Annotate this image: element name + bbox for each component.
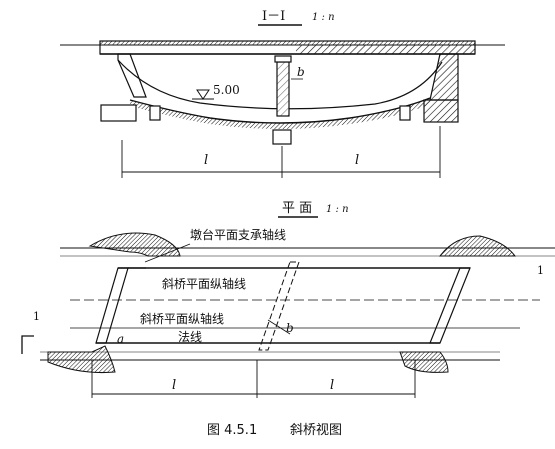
left-abutment-foundation bbox=[100, 104, 137, 122]
riverbed-hatch bbox=[130, 98, 430, 129]
section-mark-left-arrow bbox=[21, 335, 34, 354]
bearing-axis-label: 墩台平面支承轴线 bbox=[190, 227, 286, 242]
section-view: I－I 1 : n b 5.00 bbox=[60, 9, 505, 178]
pier-cap bbox=[274, 55, 292, 63]
plan-pier-width-label: b bbox=[286, 321, 294, 335]
right-abutment-plan bbox=[429, 267, 471, 344]
section-mark-right: 1 bbox=[537, 264, 544, 277]
skew-angle-label: a bbox=[117, 332, 124, 346]
left-abutment-wall bbox=[117, 53, 147, 98]
section-scale: 1 : n bbox=[312, 12, 335, 23]
plan-span-left-label: l bbox=[172, 378, 176, 393]
right-abutment-foundation bbox=[423, 99, 459, 123]
deck-right-hatch bbox=[296, 45, 475, 54]
right-abutment-wall bbox=[429, 53, 459, 101]
pier-hatch bbox=[277, 62, 289, 116]
figure-title: 斜桥视图 bbox=[290, 423, 342, 438]
water-level-icon bbox=[196, 89, 210, 100]
longitudinal-axis-label-upper: 斜桥平面纵轴线 bbox=[162, 276, 246, 291]
left-lower-abutment-cone bbox=[47, 345, 116, 374]
right-bearing-block bbox=[399, 105, 411, 121]
plan-span-right-label: l bbox=[330, 378, 334, 393]
pier-plan bbox=[258, 261, 300, 351]
plan-title: 平 面 bbox=[282, 201, 312, 216]
plan-view: 平 面 1 : n 墩台平面支承轴线 斜桥平面纵轴线 斜桥平面纵轴线 法线 bbox=[21, 201, 555, 398]
section-title: I－I bbox=[262, 9, 285, 24]
plan-scale: 1 : n bbox=[326, 204, 349, 215]
deck-surface-hatch bbox=[100, 41, 475, 45]
right-lower-abutment-cone bbox=[399, 351, 449, 373]
left-abutment-plan bbox=[95, 267, 129, 344]
section-span-left-label: l bbox=[204, 153, 208, 168]
pier-width-leader bbox=[267, 319, 291, 335]
pier-footing bbox=[272, 129, 292, 145]
section-span-right-label: l bbox=[355, 153, 359, 168]
figure-number: 图 4.5.1 bbox=[207, 423, 257, 438]
right-upper-abutment-cone bbox=[438, 235, 516, 257]
section-mark-left: 1 bbox=[33, 310, 40, 323]
water-level-value: 5.00 bbox=[213, 83, 240, 97]
normal-line-label: 法线 bbox=[178, 330, 202, 344]
pier-width-label: b bbox=[297, 65, 305, 79]
longitudinal-axis-label-lower: 斜桥平面纵轴线 bbox=[140, 311, 224, 326]
left-bearing-block bbox=[149, 105, 161, 121]
left-upper-abutment-cone bbox=[88, 232, 181, 257]
